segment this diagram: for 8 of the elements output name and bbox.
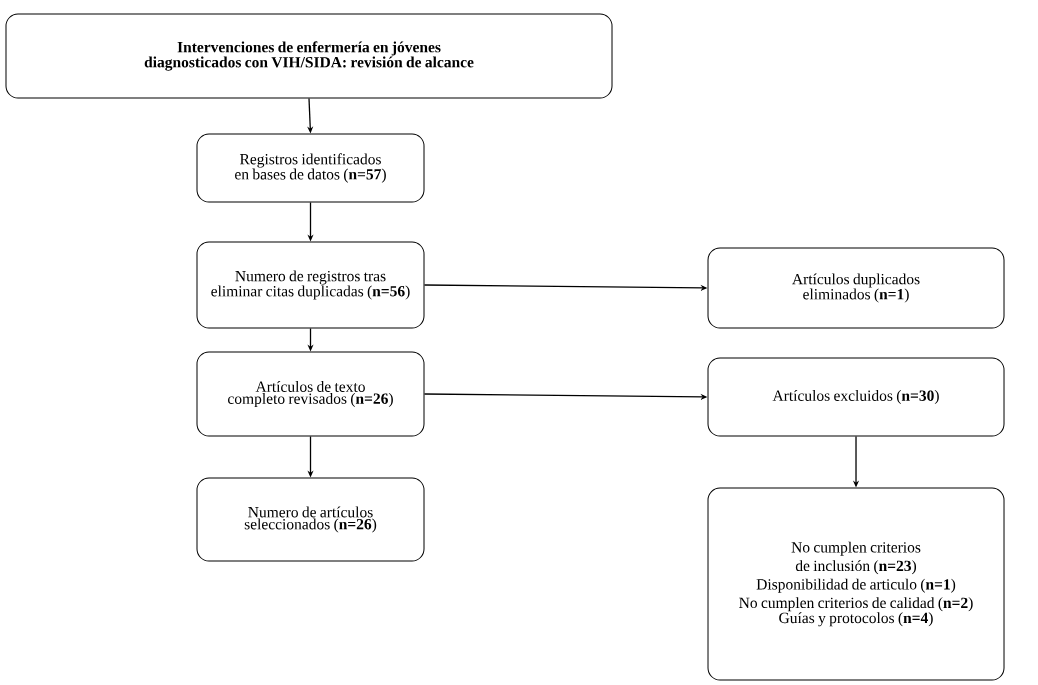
process-box: Intervenciones de enfermería en jóvenes diagnosticados con VIH/SIDA: revisión de alcance (5, 13, 613, 99)
process-box: Registros identificados en bases de datos (n=57) (196, 133, 425, 203)
process-box: Artículos de texto completo revisados (n=26) (196, 351, 425, 437)
process-box: Numero de artículos seleccionados (n=26) (196, 477, 425, 562)
process-box: Numero de registros tras eliminar citas duplicadas (n=56) (196, 241, 425, 329)
process-box: Artículos duplicados eliminados (n=1) (707, 247, 1005, 329)
process-box: No cumplen criterios de inclusión (n=23) Disponibilidad de articulo (n=1) No cumplen criterios de calidad (n=2) Guías y protocolos (n=4) (707, 487, 1005, 681)
process-box: Artículos excluidos (n=30) (707, 357, 1005, 437)
